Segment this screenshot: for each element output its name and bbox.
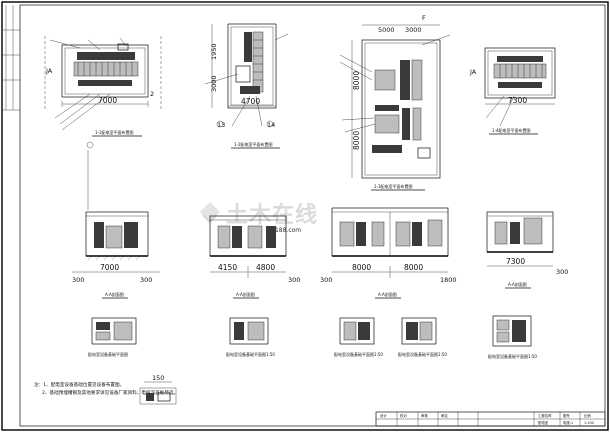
plan-1-dim: 7000	[98, 96, 117, 105]
detail-1: 配电室设备基础平面图	[88, 317, 137, 357]
section-3: 8000 8000 300 1800 A-A剖面图	[320, 207, 457, 299]
tb-project-label: 工程名称	[538, 413, 552, 418]
plan-3-dim-side-b: 8000	[352, 131, 361, 150]
plan-4-caption: 1-4配电室平面布置图	[492, 127, 531, 133]
plan-2-caption: 1-2配电室平面布置图	[234, 141, 273, 147]
tb-reviewer: 审核	[421, 413, 428, 418]
section-4: 7300 300 A-A剖面图	[486, 211, 568, 289]
tb-approver: 审定	[441, 413, 448, 418]
plan-4-axis: JA	[469, 68, 477, 76]
section-1-dim-r: 300	[140, 276, 152, 284]
section-4-dim: 7300	[506, 257, 525, 266]
section-1-dim: 7000	[100, 263, 119, 272]
plan-4: 7300 JA 1-4配电室平面布置图	[469, 47, 556, 135]
tb-scale-label: 比例	[584, 413, 591, 418]
plan-1: 7000 JA 2 1-1配电室平面布置图	[44, 36, 162, 149]
plan-2-dim-b: 3000	[210, 75, 218, 92]
section-2: 4150 4800 300 A-A剖面图	[209, 215, 300, 299]
tb-designer: 设计	[380, 413, 387, 418]
plan-1-axis-b: 2	[150, 90, 154, 98]
plan-3-dim-top-b: 3000	[405, 26, 422, 34]
plan-2: 4700 1950 3000 13 14 1-2配电室平面布置图	[204, 23, 289, 149]
section-1: 7000 300 300 A-A剖面图	[72, 211, 160, 299]
plan-3-caption: 1-3配电室平面布置图	[374, 183, 413, 189]
inner-frame	[19, 4, 606, 427]
plan-4-dim: 7300	[508, 96, 527, 105]
plan-2-axis-a: 13	[217, 121, 225, 129]
detail-5: 配电室设备基础平面图1:50	[488, 315, 537, 359]
detail-4: 配电室设备基础平面图1:50	[398, 317, 447, 357]
watermark-url: co188.com	[268, 227, 301, 234]
detail-4-caption: 配电室设备基础平面图1:50	[398, 351, 447, 357]
section-1-dim-l: 300	[72, 276, 84, 284]
note-line-2: 2、基础预埋槽钢及其他要求详见设备厂家资料，电缆沟盖板另选。	[42, 389, 178, 396]
section-3-dim-b: 8000	[404, 263, 423, 272]
plan-3-dim-top-a: 5000	[378, 26, 395, 34]
section-2-dim-b: 4800	[256, 263, 275, 272]
legend-dim: 150	[152, 374, 164, 382]
title-block: 设计 校对 审核 审定 工程名称 配电室 图号 电施-1 比例 1:100	[375, 411, 606, 427]
tb-project-value: 配电室	[538, 420, 549, 425]
section-3-dim-d: 1800	[440, 276, 457, 284]
section-3-caption: A-A剖面图	[378, 291, 397, 297]
plan-3: 5000 3000 F 8000 8000 1-3配电室平面布置图	[339, 14, 451, 191]
section-1-caption: A-A剖面图	[105, 291, 124, 297]
legend-detail: 150	[139, 374, 177, 405]
section-2-caption: A-A剖面图	[236, 291, 255, 297]
watermark: 土木在线 co188.com	[200, 202, 318, 234]
plan-2-dim-width: 4700	[241, 97, 260, 106]
binding-strip	[2, 5, 20, 111]
section-3-dim-a: 8000	[352, 263, 371, 272]
plan-2-axis-b: 14	[267, 121, 275, 129]
plan-1-axis-a: JA	[45, 67, 53, 75]
watermark-text: 土木在线	[226, 202, 318, 228]
detail-2: 配电室设备基础平面图1:50	[226, 317, 275, 357]
tb-scale-value: 1:100	[584, 421, 594, 425]
section-4-dim-r: 300	[556, 268, 568, 276]
detail-3-caption: 配电室设备基础平面图1:50	[334, 351, 383, 357]
section-3-dim-c: 300	[320, 276, 332, 284]
detail-5-caption: 配电室设备基础平面图1:50	[488, 353, 537, 359]
detail-2-caption: 配电室设备基础平面图1:50	[226, 351, 275, 357]
detail-1-caption: 配电室设备基础平面图	[88, 351, 128, 357]
plan-3-dim-side-a: 8000	[352, 71, 361, 90]
plan-2-dim-a: 1950	[210, 43, 218, 60]
section-2-dim-a: 4150	[218, 263, 237, 272]
section-4-caption: A-A剖面图	[508, 281, 527, 287]
plan-3-axis: F	[422, 14, 426, 22]
tb-drawing-no-value: 电施-1	[563, 420, 573, 425]
tb-checker: 校对	[400, 413, 407, 418]
plan-1-caption: 1-1配电室平面布置图	[95, 129, 134, 135]
notes: 注：1、配电室设备基础位置见设备布置图。 2、基础预埋槽钢及其他要求详见设备厂家…	[34, 381, 178, 396]
detail-3: 配电室设备基础平面图1:50	[334, 317, 383, 357]
note-line-1: 注：1、配电室设备基础位置见设备布置图。	[34, 381, 124, 388]
tb-drawing-no-label: 图号	[563, 413, 570, 418]
section-2-dim-c: 300	[288, 276, 300, 284]
